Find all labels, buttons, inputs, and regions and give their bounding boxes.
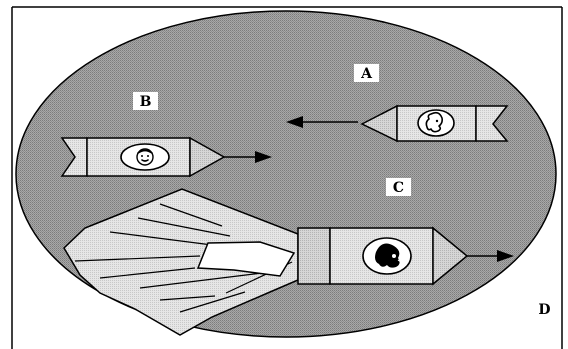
face-icon [362,237,412,275]
face-icon [120,143,170,171]
arrow-icon [467,250,514,262]
frame-border [11,6,563,349]
label-a: A [354,64,379,82]
label-b: B [133,92,158,110]
label-c-text: C [393,180,404,196]
label-d: D [532,300,557,318]
face-icon [417,109,455,137]
label-a-text: A [360,66,373,82]
rocket-a [360,104,509,143]
arrow-icon [286,116,358,128]
label-d-text: D [538,302,550,318]
arrow-icon [224,151,272,163]
rocket-b [60,136,226,178]
label-c: C [386,178,411,196]
rocket-c [297,226,469,286]
label-b-text: B [140,94,152,110]
crystal-mass [63,188,299,336]
